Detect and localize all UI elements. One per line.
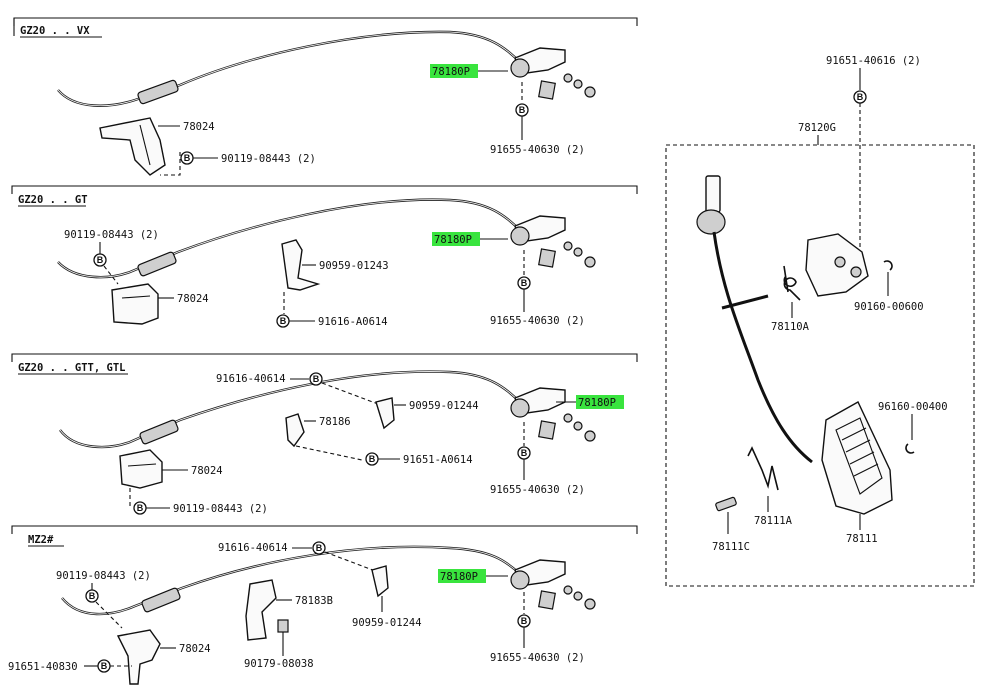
highlight-78180P	[438, 569, 486, 583]
highlight-78180P	[576, 395, 624, 409]
label-91616-40614: 91616-40614	[216, 373, 286, 385]
label-90119-08443: 90119-08443 (2)	[64, 229, 159, 241]
assembly-boundary	[665, 144, 975, 587]
section-gz20-gt: GZ20 . . GT 78024 90119-08443 (2) B 9095…	[11, 185, 638, 328]
label-78180P: 78180P	[440, 571, 478, 583]
label-90179-08038: 90179-08038	[244, 658, 314, 670]
label-78120G: 78120G	[798, 122, 836, 134]
label-78183B: 78183B	[295, 595, 333, 607]
svg-text:B: B	[857, 92, 864, 102]
bolt-symbol	[309, 372, 323, 386]
clip-96160-00400	[905, 443, 915, 454]
pedal-arm	[696, 175, 813, 464]
pedal-assembly: 91651-40616 (2) B 78120G 78110A 90160-00…	[665, 55, 975, 587]
pivot-bracket	[805, 233, 869, 297]
label-78111A: 78111A	[754, 515, 793, 527]
cable-bracket	[510, 387, 596, 442]
section-title: GZ20 . . VX	[20, 25, 90, 37]
label-78024: 78024	[191, 465, 223, 477]
label-78024: 78024	[177, 293, 209, 305]
clip-78186	[285, 413, 305, 448]
label-91616-A0614: 91616-A0614	[318, 316, 388, 328]
section-title: GZ20 . . GTT, GTL	[18, 362, 125, 374]
label-90119-08443: 90119-08443 (2)	[56, 570, 151, 582]
label-91616-40614: 91616-40614	[218, 542, 288, 554]
svg-text:B: B	[521, 448, 528, 458]
pin-78111C	[715, 496, 737, 512]
bracket-78183B	[245, 579, 277, 641]
label-78180P: 78180P	[578, 397, 616, 409]
cable-clamp-78024	[116, 629, 161, 685]
cable-adjuster-nut	[141, 587, 181, 613]
label-78024: 78024	[179, 643, 211, 655]
svg-text:B: B	[137, 503, 144, 513]
section-title: GZ20 . . GT	[18, 194, 88, 206]
label-96160-00400: 96160-00400	[878, 401, 948, 413]
bolt-symbol	[85, 589, 99, 603]
label-78111C: 78111C	[712, 541, 750, 553]
spring-78111A	[747, 446, 779, 491]
label-91655-40630: 91655-40630 (2)	[490, 484, 585, 496]
clip-90160-00600	[883, 260, 893, 271]
cable-clamp-78024	[99, 117, 166, 176]
svg-text:B: B	[521, 616, 528, 626]
svg-text:B: B	[280, 316, 287, 326]
svg-text:B: B	[97, 255, 104, 265]
cable-bracket	[510, 47, 596, 100]
label-91651-40616: 91651-40616 (2)	[826, 55, 921, 67]
label-78180P: 78180P	[434, 234, 472, 246]
bracket-90959-01243	[281, 239, 321, 291]
label-91655-40630: 91655-40630 (2)	[490, 315, 585, 327]
label-78110A: 78110A	[771, 321, 810, 333]
svg-text:B: B	[313, 374, 320, 384]
svg-text:B: B	[89, 591, 96, 601]
nut-90179-08038	[277, 619, 289, 633]
cable-bracket	[510, 559, 596, 610]
pedal-pad-78111	[821, 401, 893, 515]
section-gz20-gtt-gtl: GZ20 . . GTT, GTL 78024 B 90119-08443 (2…	[11, 353, 638, 515]
svg-text:B: B	[184, 153, 191, 163]
label-91655-40630: 91655-40630 (2)	[490, 652, 585, 664]
svg-text:B: B	[519, 105, 526, 115]
label-90959-01244: 90959-01244	[409, 400, 479, 412]
svg-text:B: B	[369, 454, 376, 464]
label-78024: 78024	[183, 121, 215, 133]
cable-clamp-78024	[119, 449, 163, 489]
cable-bracket	[510, 215, 596, 268]
label-78111: 78111	[846, 533, 878, 545]
label-91651-40830: 91651-40830	[8, 661, 78, 673]
svg-text:B: B	[101, 661, 108, 671]
bolt-symbol	[93, 253, 107, 267]
label-90959-01243: 90959-01243	[319, 260, 389, 272]
label-90160-00600: 90160-00600	[854, 301, 924, 313]
cable-adjuster-nut	[139, 419, 179, 445]
bracket-90959-01244	[371, 565, 389, 598]
cable-adjuster-nut	[137, 251, 177, 277]
label-91655-40630: 91655-40630 (2)	[490, 144, 585, 156]
cable-adjuster-nut	[137, 79, 179, 105]
label-90119-08443: 90119-08443 (2)	[221, 153, 316, 165]
bolt-symbol	[312, 541, 326, 555]
label-90959-01244: 90959-01244	[352, 617, 422, 629]
section-title: MZ2#	[28, 534, 54, 546]
svg-text:B: B	[316, 543, 323, 553]
section-gz20-vx: GZ20 . . VX 78024 B 90119-08443 (2) 7818…	[13, 17, 638, 176]
highlight-78180P	[432, 232, 480, 246]
bracket-90959-01244	[375, 397, 395, 430]
label-90119-08443: 90119-08443 (2)	[173, 503, 268, 515]
highlight-78180P	[430, 64, 478, 78]
label-91651-A0614: 91651-A0614	[403, 454, 473, 466]
label-78186: 78186	[319, 416, 351, 428]
spring-78110A	[783, 265, 801, 301]
section-mz2: MZ2# 90119-08443 (2) B 78024 91651-40830…	[8, 525, 638, 685]
cable-clamp-78024	[111, 283, 159, 325]
svg-text:B: B	[521, 278, 528, 288]
label-78180P: 78180P	[432, 66, 470, 78]
